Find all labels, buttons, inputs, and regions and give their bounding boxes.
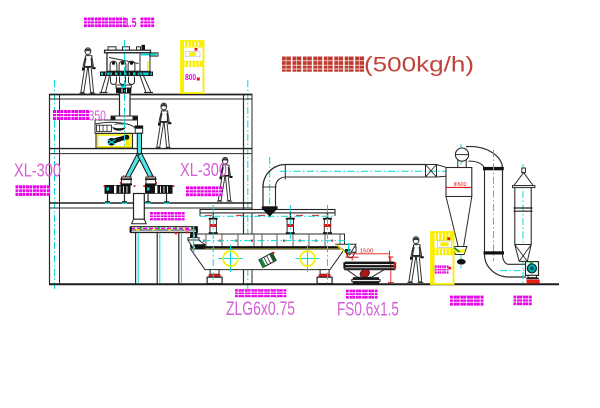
svg-text:1500: 1500 xyxy=(360,249,374,255)
svg-text:800: 800 xyxy=(185,72,196,82)
svg-text:1.5: 1.5 xyxy=(125,16,137,30)
svg-text:(500kg/h): (500kg/h) xyxy=(364,53,474,77)
svg-text:350: 350 xyxy=(89,108,107,124)
svg-text:XL-300: XL-300 xyxy=(180,159,227,180)
svg-text:ZLG6x0.75: ZLG6x0.75 xyxy=(226,299,295,320)
svg-text:XL-300: XL-300 xyxy=(14,159,61,180)
svg-text:Φ600: Φ600 xyxy=(454,182,467,188)
svg-text:FS0.6x1.5: FS0.6x1.5 xyxy=(337,298,399,320)
